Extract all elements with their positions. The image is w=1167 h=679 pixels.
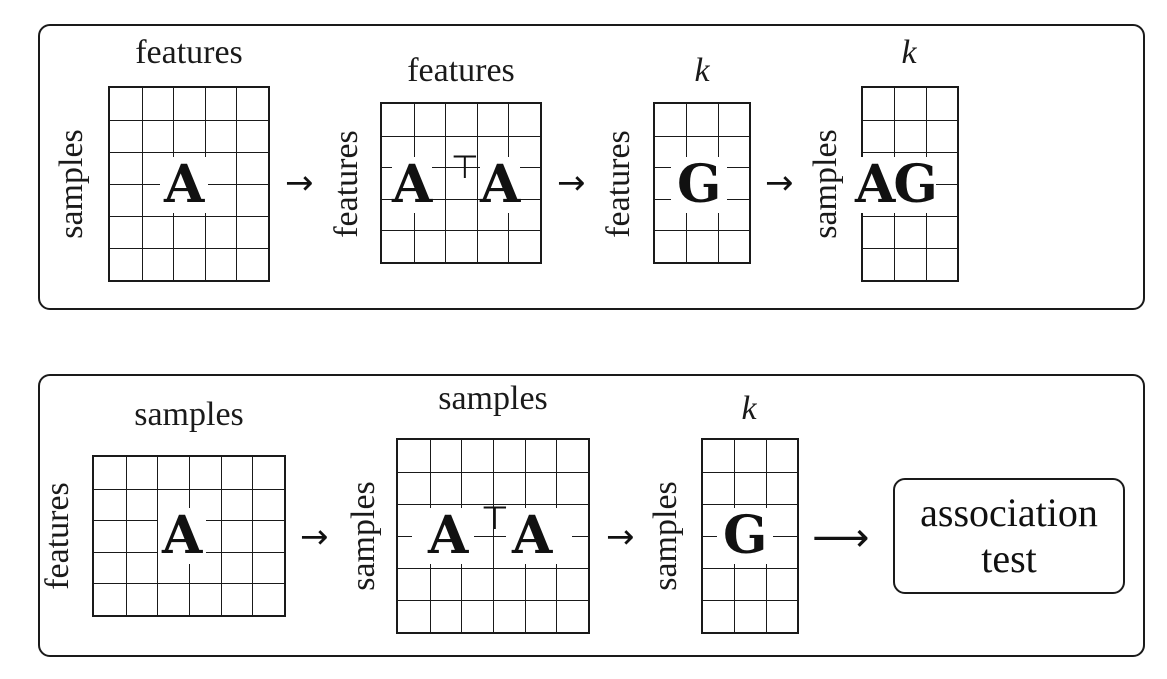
bottom-grid2-transpose-symbol: ⊤ xyxy=(481,499,509,537)
grid-line-horizontal xyxy=(655,230,749,232)
grid-line-horizontal xyxy=(703,504,797,505)
grid-line-horizontal xyxy=(863,152,957,153)
grid-line-horizontal xyxy=(110,248,268,249)
top-arrow-3: → xyxy=(765,163,794,203)
grid-line-horizontal xyxy=(398,600,588,601)
grid-line-horizontal xyxy=(382,198,540,200)
grid-line-horizontal xyxy=(703,600,797,601)
top-arrow-1: → xyxy=(285,163,314,203)
grid-line-horizontal xyxy=(94,488,284,490)
top-grid2-side-label: features xyxy=(328,130,365,238)
grid-line-horizontal xyxy=(382,135,540,137)
grid-line-horizontal xyxy=(703,568,797,569)
grid-line-horizontal xyxy=(863,120,957,121)
grid-line-vertical xyxy=(445,104,447,262)
bottom-grid3-matrix-G: G xyxy=(717,508,774,564)
association-test-line2: test xyxy=(981,536,1037,581)
grid-line-vertical xyxy=(476,104,478,262)
top-grid4-side-label: samples xyxy=(807,129,844,239)
bottom-grid3-side-label: samples xyxy=(647,481,684,591)
top-grid3-matrix-G: G xyxy=(671,157,728,213)
association-test-box: association test xyxy=(893,478,1125,594)
top-grid4-matrix-AG: AG xyxy=(855,154,938,215)
top-grid3-side-label: features xyxy=(600,130,637,238)
grid-line-vertical xyxy=(125,457,127,615)
grid-line-horizontal xyxy=(94,583,284,585)
grid-line-horizontal xyxy=(398,504,588,505)
top-grid2-transpose-symbol: ⊤ xyxy=(451,148,479,186)
grid-line-horizontal xyxy=(110,120,268,121)
grid-line-horizontal xyxy=(655,135,749,137)
top-grid3-top-label: k xyxy=(694,52,710,89)
grid-line-horizontal xyxy=(398,568,588,569)
bottom-grid2-side-label: samples xyxy=(345,481,382,591)
top-grid2-matrix-A-right: A xyxy=(480,154,521,215)
bottom-grid2-matrix-A-left: A xyxy=(412,508,475,564)
bottom-long-arrow: ⟶ xyxy=(812,515,870,561)
top-grid1-matrix-A: A xyxy=(160,157,209,213)
top-arrow-2: → xyxy=(557,163,586,203)
grid-line-horizontal xyxy=(398,472,588,473)
grid-line-horizontal xyxy=(703,472,797,473)
bottom-grid1-top-label: samples xyxy=(134,396,244,433)
grid-line-horizontal xyxy=(110,216,268,217)
grid-line-horizontal xyxy=(382,167,540,169)
grid-line-horizontal xyxy=(110,152,268,153)
grid-line-horizontal xyxy=(382,230,540,232)
top-grid4-top-label: k xyxy=(901,34,917,71)
bottom-grid2-top-label: samples xyxy=(438,380,548,417)
bottom-grid1-side-label: features xyxy=(39,482,76,590)
grid-line-horizontal xyxy=(863,216,957,217)
bottom-grid2-matrix-A-right: A xyxy=(506,508,573,564)
top-grid2-matrix-A-left: A xyxy=(392,154,433,215)
bottom-arrow-2: → xyxy=(606,517,635,557)
bottom-grid3-top-label: k xyxy=(741,390,757,427)
grid-line-horizontal xyxy=(863,248,957,249)
top-panel xyxy=(38,24,1145,310)
grid-line-vertical xyxy=(157,457,159,615)
top-grid1-side-label: samples xyxy=(53,129,90,239)
association-test-line1: association xyxy=(920,490,1098,535)
grid-line-vertical xyxy=(220,457,222,615)
bottom-arrow-1: → xyxy=(300,517,329,557)
bottom-panel xyxy=(38,374,1145,657)
top-grid1-top-label: features xyxy=(135,34,243,71)
bottom-grid1-matrix-A: A xyxy=(158,508,207,564)
top-grid2-top-label: features xyxy=(407,52,515,89)
grid-line-vertical xyxy=(252,457,254,615)
grid-line-horizontal xyxy=(398,536,588,537)
